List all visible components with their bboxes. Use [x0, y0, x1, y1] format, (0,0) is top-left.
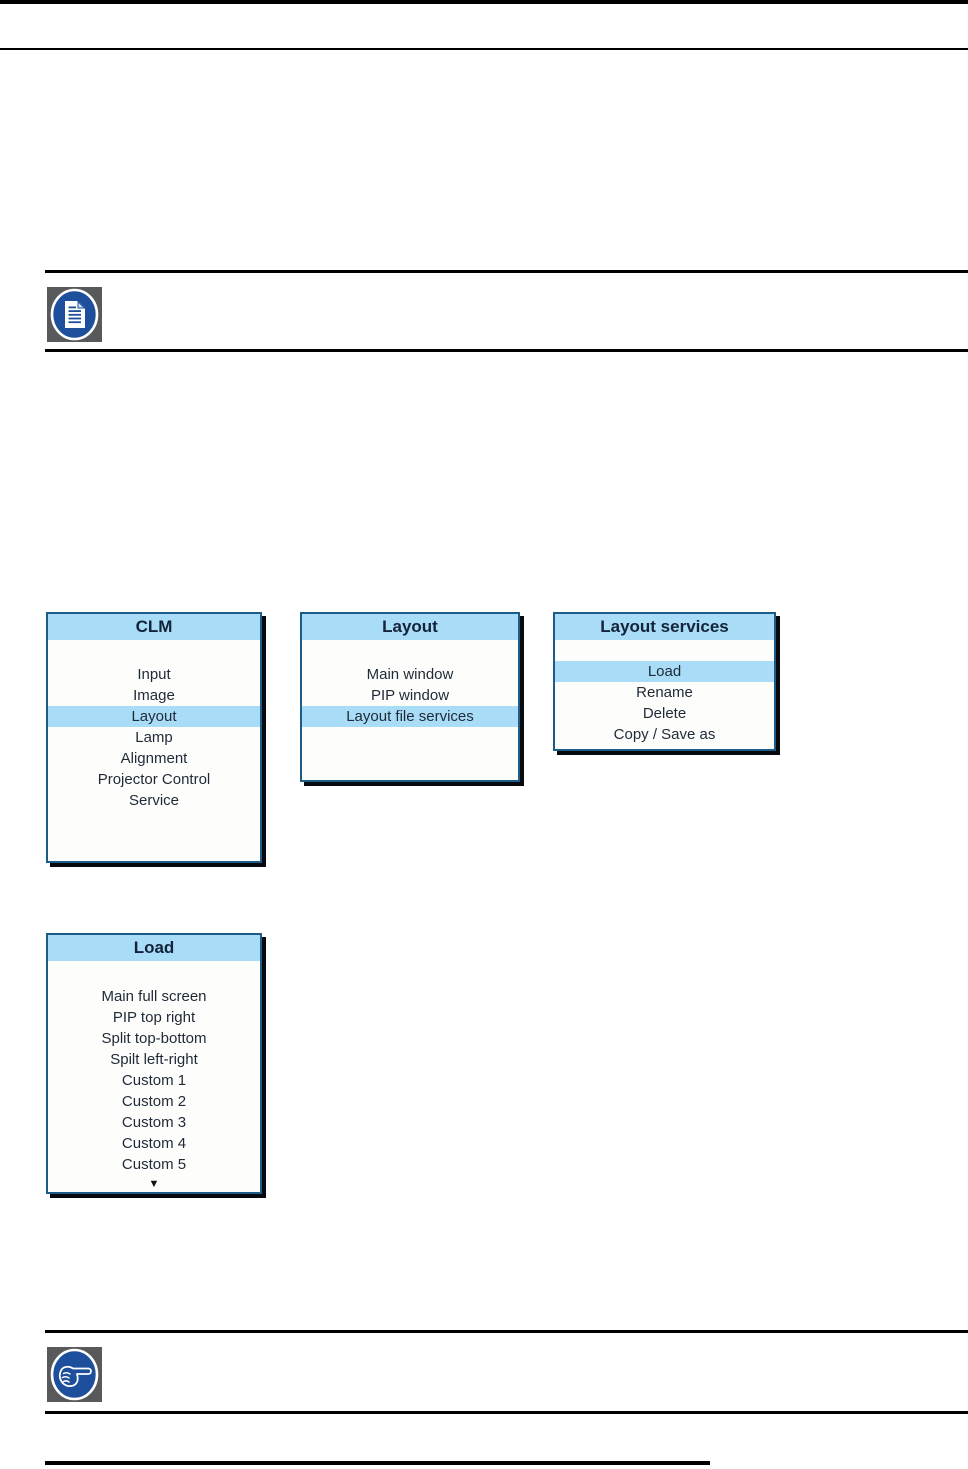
- menu-item-rename[interactable]: Rename: [636, 684, 693, 701]
- menu-item-delete[interactable]: Delete: [642, 705, 687, 722]
- menu-item-service[interactable]: Service: [128, 792, 180, 809]
- menu-item-custom-5[interactable]: Custom 5: [121, 1156, 187, 1173]
- menu-layout-services: Layout services Load Rename Delete Copy …: [553, 612, 776, 751]
- menu-item-input[interactable]: Input: [137, 666, 171, 683]
- menu-item-lamp[interactable]: Lamp: [135, 729, 173, 746]
- menu-layout-list: Main window PIP window Layout file servi…: [302, 664, 518, 727]
- menu-load: Load Main full screen PIP top right Spli…: [46, 933, 262, 1194]
- menu-item-layout[interactable]: Layout: [48, 706, 260, 727]
- menu-item-custom-1[interactable]: Custom 1: [121, 1072, 187, 1089]
- menu-layout-services-list: Load Rename Delete Copy / Save as: [555, 661, 774, 745]
- menu-item-spilt-left-right[interactable]: Spilt left-right: [110, 1051, 198, 1068]
- menu-layout-services-title: Layout services: [555, 614, 774, 640]
- menu-clm-list: Input Image Layout Lamp Alignment Projec…: [48, 664, 260, 811]
- note-block-top-rule: [45, 270, 968, 273]
- footer-rule: [45, 1461, 710, 1465]
- tip-block-bottom-rule: [45, 1411, 968, 1414]
- menu-load-list: Main full screen PIP top right Split top…: [48, 986, 260, 1196]
- page-top-rule: [0, 0, 968, 4]
- menu-item-pip-top-right[interactable]: PIP top right: [112, 1009, 196, 1026]
- menu-item-alignment[interactable]: Alignment: [120, 750, 188, 767]
- menu-item-layout-file-services[interactable]: Layout file services: [302, 706, 518, 727]
- menu-clm: CLM Input Image Layout Lamp Alignment Pr…: [46, 612, 262, 863]
- header-separator-rule: [0, 48, 968, 50]
- menu-clm-title: CLM: [48, 614, 260, 640]
- menu-item-main-window[interactable]: Main window: [366, 666, 454, 683]
- note-block-bottom-rule: [45, 349, 968, 352]
- menu-item-pip-window[interactable]: PIP window: [370, 687, 450, 704]
- pointing-hand-icon: [47, 1347, 102, 1402]
- menu-load-title: Load: [48, 935, 260, 961]
- note-icon: [47, 287, 102, 342]
- menu-item-split-top-bottom[interactable]: Split top-bottom: [101, 1030, 207, 1047]
- menu-layout-title: Layout: [302, 614, 518, 640]
- menu-item-custom-4[interactable]: Custom 4: [121, 1135, 187, 1152]
- menu-layout: Layout Main window PIP window Layout fil…: [300, 612, 520, 782]
- scroll-down-indicator[interactable]: ▼: [148, 1178, 160, 1190]
- menu-item-copy-save-as[interactable]: Copy / Save as: [613, 726, 716, 743]
- menu-item-projector-control[interactable]: Projector Control: [97, 771, 211, 788]
- menu-item-main-full-screen[interactable]: Main full screen: [101, 988, 207, 1005]
- menu-item-image[interactable]: Image: [133, 687, 175, 704]
- menu-item-load[interactable]: Load: [555, 661, 774, 682]
- menu-item-custom-3[interactable]: Custom 3: [121, 1114, 187, 1131]
- tip-block-top-rule: [45, 1330, 968, 1333]
- menu-item-custom-2[interactable]: Custom 2: [121, 1093, 187, 1110]
